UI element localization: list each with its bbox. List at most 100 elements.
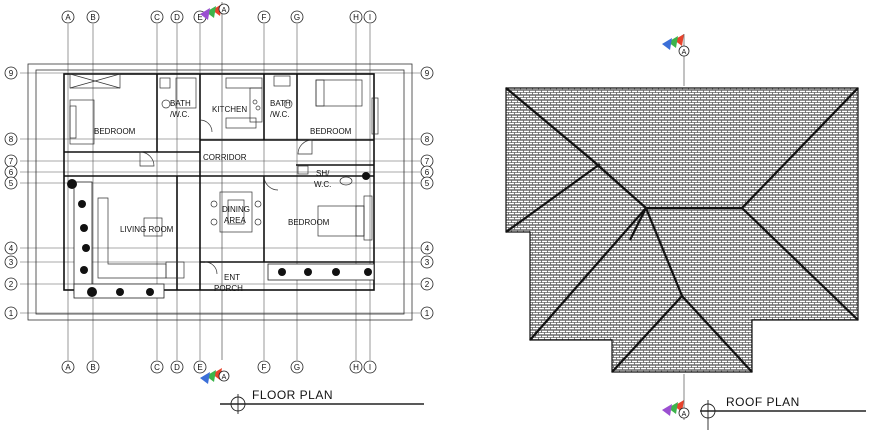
svg-text:4: 4 xyxy=(425,244,430,253)
room-label-kitchen: KITCHEN xyxy=(212,105,247,114)
column-bubble-i-top: I xyxy=(363,10,377,24)
svg-text:3: 3 xyxy=(9,258,14,267)
floor-plan-title-block: FLOOR PLAN xyxy=(220,388,424,414)
row-bubble-8-left: 8 xyxy=(4,132,18,146)
section-marker-roof-bottom: A xyxy=(662,374,690,420)
svg-text:F: F xyxy=(262,363,267,372)
row-bubble-7-left: 7 xyxy=(4,154,18,168)
roof-plan-title: ROOF PLAN xyxy=(726,395,800,409)
svg-text:7: 7 xyxy=(425,157,430,166)
column-bubbles: A B C D E F G H I A B C D E F G H I xyxy=(61,10,377,374)
room-label-dining: DINING xyxy=(222,205,250,214)
room-label-bath-right-wc: /W.C. xyxy=(270,110,290,119)
row-bubble-5-right: 5 xyxy=(420,176,434,190)
column-bubble-c-top: C xyxy=(150,10,164,24)
svg-text:5: 5 xyxy=(9,179,14,188)
svg-text:9: 9 xyxy=(425,69,430,78)
svg-text:I: I xyxy=(369,13,371,22)
section-marker-top: A xyxy=(200,2,230,360)
room-label-bath-right: BATH xyxy=(270,99,291,108)
room-label-corridor: CORRIDOR xyxy=(203,153,247,162)
svg-text:H: H xyxy=(353,13,359,22)
svg-text:1: 1 xyxy=(425,309,430,318)
svg-text:1: 1 xyxy=(9,309,14,318)
room-label-bedroom-right-bottom: BEDROOM xyxy=(288,218,330,227)
column-bubble-h-bottom: H xyxy=(349,360,363,374)
roof-hips xyxy=(505,87,859,373)
svg-text:8: 8 xyxy=(425,135,430,144)
row-bubble-9-left: 9 xyxy=(4,66,18,80)
svg-text:9: 9 xyxy=(9,69,14,78)
column-bubble-a-top: A xyxy=(61,10,75,24)
roof-outline xyxy=(505,87,859,373)
row-bubble-6-left: 6 xyxy=(4,165,18,179)
walls xyxy=(63,73,375,291)
svg-text:G: G xyxy=(294,363,300,372)
room-label-bedroom-right-top: BEDROOM xyxy=(310,127,352,136)
room-label-bath-left-wc: /W.C. xyxy=(170,110,190,119)
svg-text:A: A xyxy=(682,411,687,418)
column-bubble-c-bottom: C xyxy=(150,360,164,374)
svg-text:2: 2 xyxy=(425,280,430,289)
svg-text:B: B xyxy=(90,13,95,22)
svg-text:B: B xyxy=(90,363,95,372)
row-bubble-3-right: 3 xyxy=(420,255,434,269)
column-bubble-d-top: D xyxy=(170,10,184,24)
roof-plan: A A ROOF PLAN xyxy=(505,34,866,430)
svg-text:6: 6 xyxy=(9,168,14,177)
svg-text:2: 2 xyxy=(9,280,14,289)
column-bubble-b-bottom: B xyxy=(86,360,100,374)
row-bubble-6-right: 6 xyxy=(420,165,434,179)
section-marker-roof-top: A xyxy=(662,34,690,86)
svg-text:A: A xyxy=(65,13,71,22)
svg-text:F: F xyxy=(262,13,267,22)
svg-text:4: 4 xyxy=(9,244,14,253)
column-bubble-g-top: G xyxy=(290,10,304,24)
row-bubble-3-left: 3 xyxy=(4,255,18,269)
row-bubbles: 9 8 7 6 5 4 3 2 1 9 8 7 6 5 4 3 2 1 xyxy=(4,66,434,320)
svg-text:6: 6 xyxy=(425,168,430,177)
row-bubble-1-right: 1 xyxy=(420,306,434,320)
room-label-bath-left: BATH xyxy=(170,99,191,108)
row-bubble-8-right: 8 xyxy=(420,132,434,146)
row-bubble-9-right: 9 xyxy=(420,66,434,80)
svg-text:E: E xyxy=(197,13,202,22)
svg-text:5: 5 xyxy=(425,179,430,188)
section-marker-bottom: A xyxy=(200,368,230,384)
room-label-sh-wc: W.C. xyxy=(314,180,331,189)
column-bubble-e-bottom: E xyxy=(193,360,207,374)
svg-text:8: 8 xyxy=(9,135,14,144)
svg-text:A: A xyxy=(682,49,687,56)
floor-plan-title: FLOOR PLAN xyxy=(252,388,333,402)
svg-text:A: A xyxy=(222,374,227,381)
svg-text:C: C xyxy=(154,13,160,22)
room-label-living-room: LIVING ROOM xyxy=(120,225,174,234)
column-bubble-b-top: B xyxy=(86,10,100,24)
svg-text:D: D xyxy=(174,363,180,372)
svg-text:3: 3 xyxy=(425,258,430,267)
row-bubble-1-left: 1 xyxy=(4,306,18,320)
furniture xyxy=(69,73,379,279)
column-bubble-f-top: F xyxy=(257,10,271,24)
svg-text:H: H xyxy=(353,363,359,372)
row-bubble-4-left: 4 xyxy=(4,241,18,255)
row-bubble-5-left: 5 xyxy=(4,176,18,190)
roof-plan-title-block: ROOF PLAN xyxy=(700,395,866,430)
svg-text:7: 7 xyxy=(9,157,14,166)
room-label-sh: SH/ xyxy=(316,169,330,178)
svg-text:A: A xyxy=(222,7,227,14)
door-swings xyxy=(139,119,313,275)
room-labels: BEDROOM BATH /W.C. KITCHEN BATH /W.C. BE… xyxy=(94,99,352,293)
column-bubble-g-bottom: G xyxy=(290,360,304,374)
room-label-bedroom-left: BEDROOM xyxy=(94,127,136,136)
svg-text:C: C xyxy=(154,363,160,372)
floor-plan: BEDROOM BATH /W.C. KITCHEN BATH /W.C. BE… xyxy=(4,2,434,414)
dimension-frame xyxy=(27,63,413,321)
column-bubble-f-bottom: F xyxy=(257,360,271,374)
room-label-ent: ENT xyxy=(224,273,240,282)
column-bubble-d-bottom: D xyxy=(170,360,184,374)
svg-text:E: E xyxy=(197,363,202,372)
column-bubble-h-top: H xyxy=(349,10,363,24)
svg-text:G: G xyxy=(294,13,300,22)
